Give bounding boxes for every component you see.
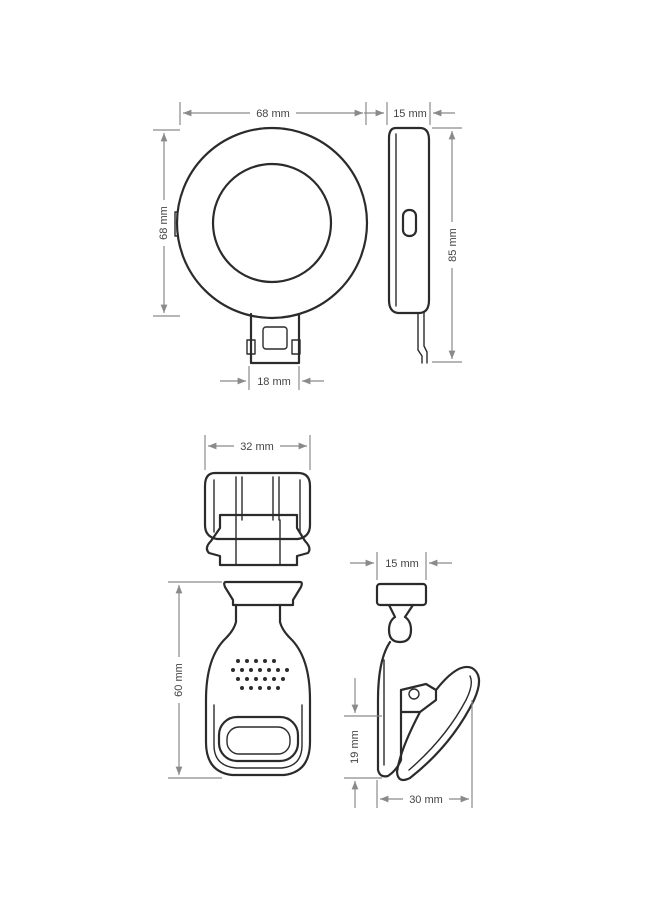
- clip-jaw-label: 19 mm: [349, 730, 361, 764]
- ring-light-side-view: [387, 126, 431, 364]
- clip-side-width-label: 15 mm: [385, 558, 419, 570]
- dim-ring-height: 68 mm: [153, 129, 180, 317]
- total-height-label: 85 mm: [447, 228, 459, 262]
- clip-top-view: [203, 471, 312, 567]
- side-depth-label: 15 mm: [393, 108, 427, 120]
- clip-side-view: [375, 582, 481, 782]
- clip-height-label: 60 mm: [173, 663, 185, 697]
- dim-total-height: 85 mm: [432, 127, 462, 363]
- ring-width-label: 68 mm: [256, 108, 290, 120]
- dim-clip-side-width: 15 mm: [350, 552, 452, 580]
- dim-side-depth: 15 mm: [364, 102, 455, 125]
- dim-clip-height: 60 mm: [168, 581, 222, 779]
- dim-clip-open: 30 mm: [376, 700, 473, 808]
- clip-top-width-label: 32 mm: [240, 441, 274, 453]
- dim-tab-width: 18 mm: [220, 366, 324, 390]
- dim-clip-jaw: 19 mm: [344, 678, 382, 808]
- clip-open-label: 30 mm: [409, 794, 443, 806]
- tab-width-label: 18 mm: [257, 376, 291, 388]
- ring-light-front-view: [174, 126, 369, 365]
- speaker-grille: [231, 659, 289, 690]
- clip-front-view: [204, 580, 312, 777]
- ring-height-label: 68 mm: [158, 206, 170, 240]
- dim-clip-top-width: 32 mm: [204, 435, 311, 470]
- dim-ring-width: 68 mm: [179, 102, 367, 125]
